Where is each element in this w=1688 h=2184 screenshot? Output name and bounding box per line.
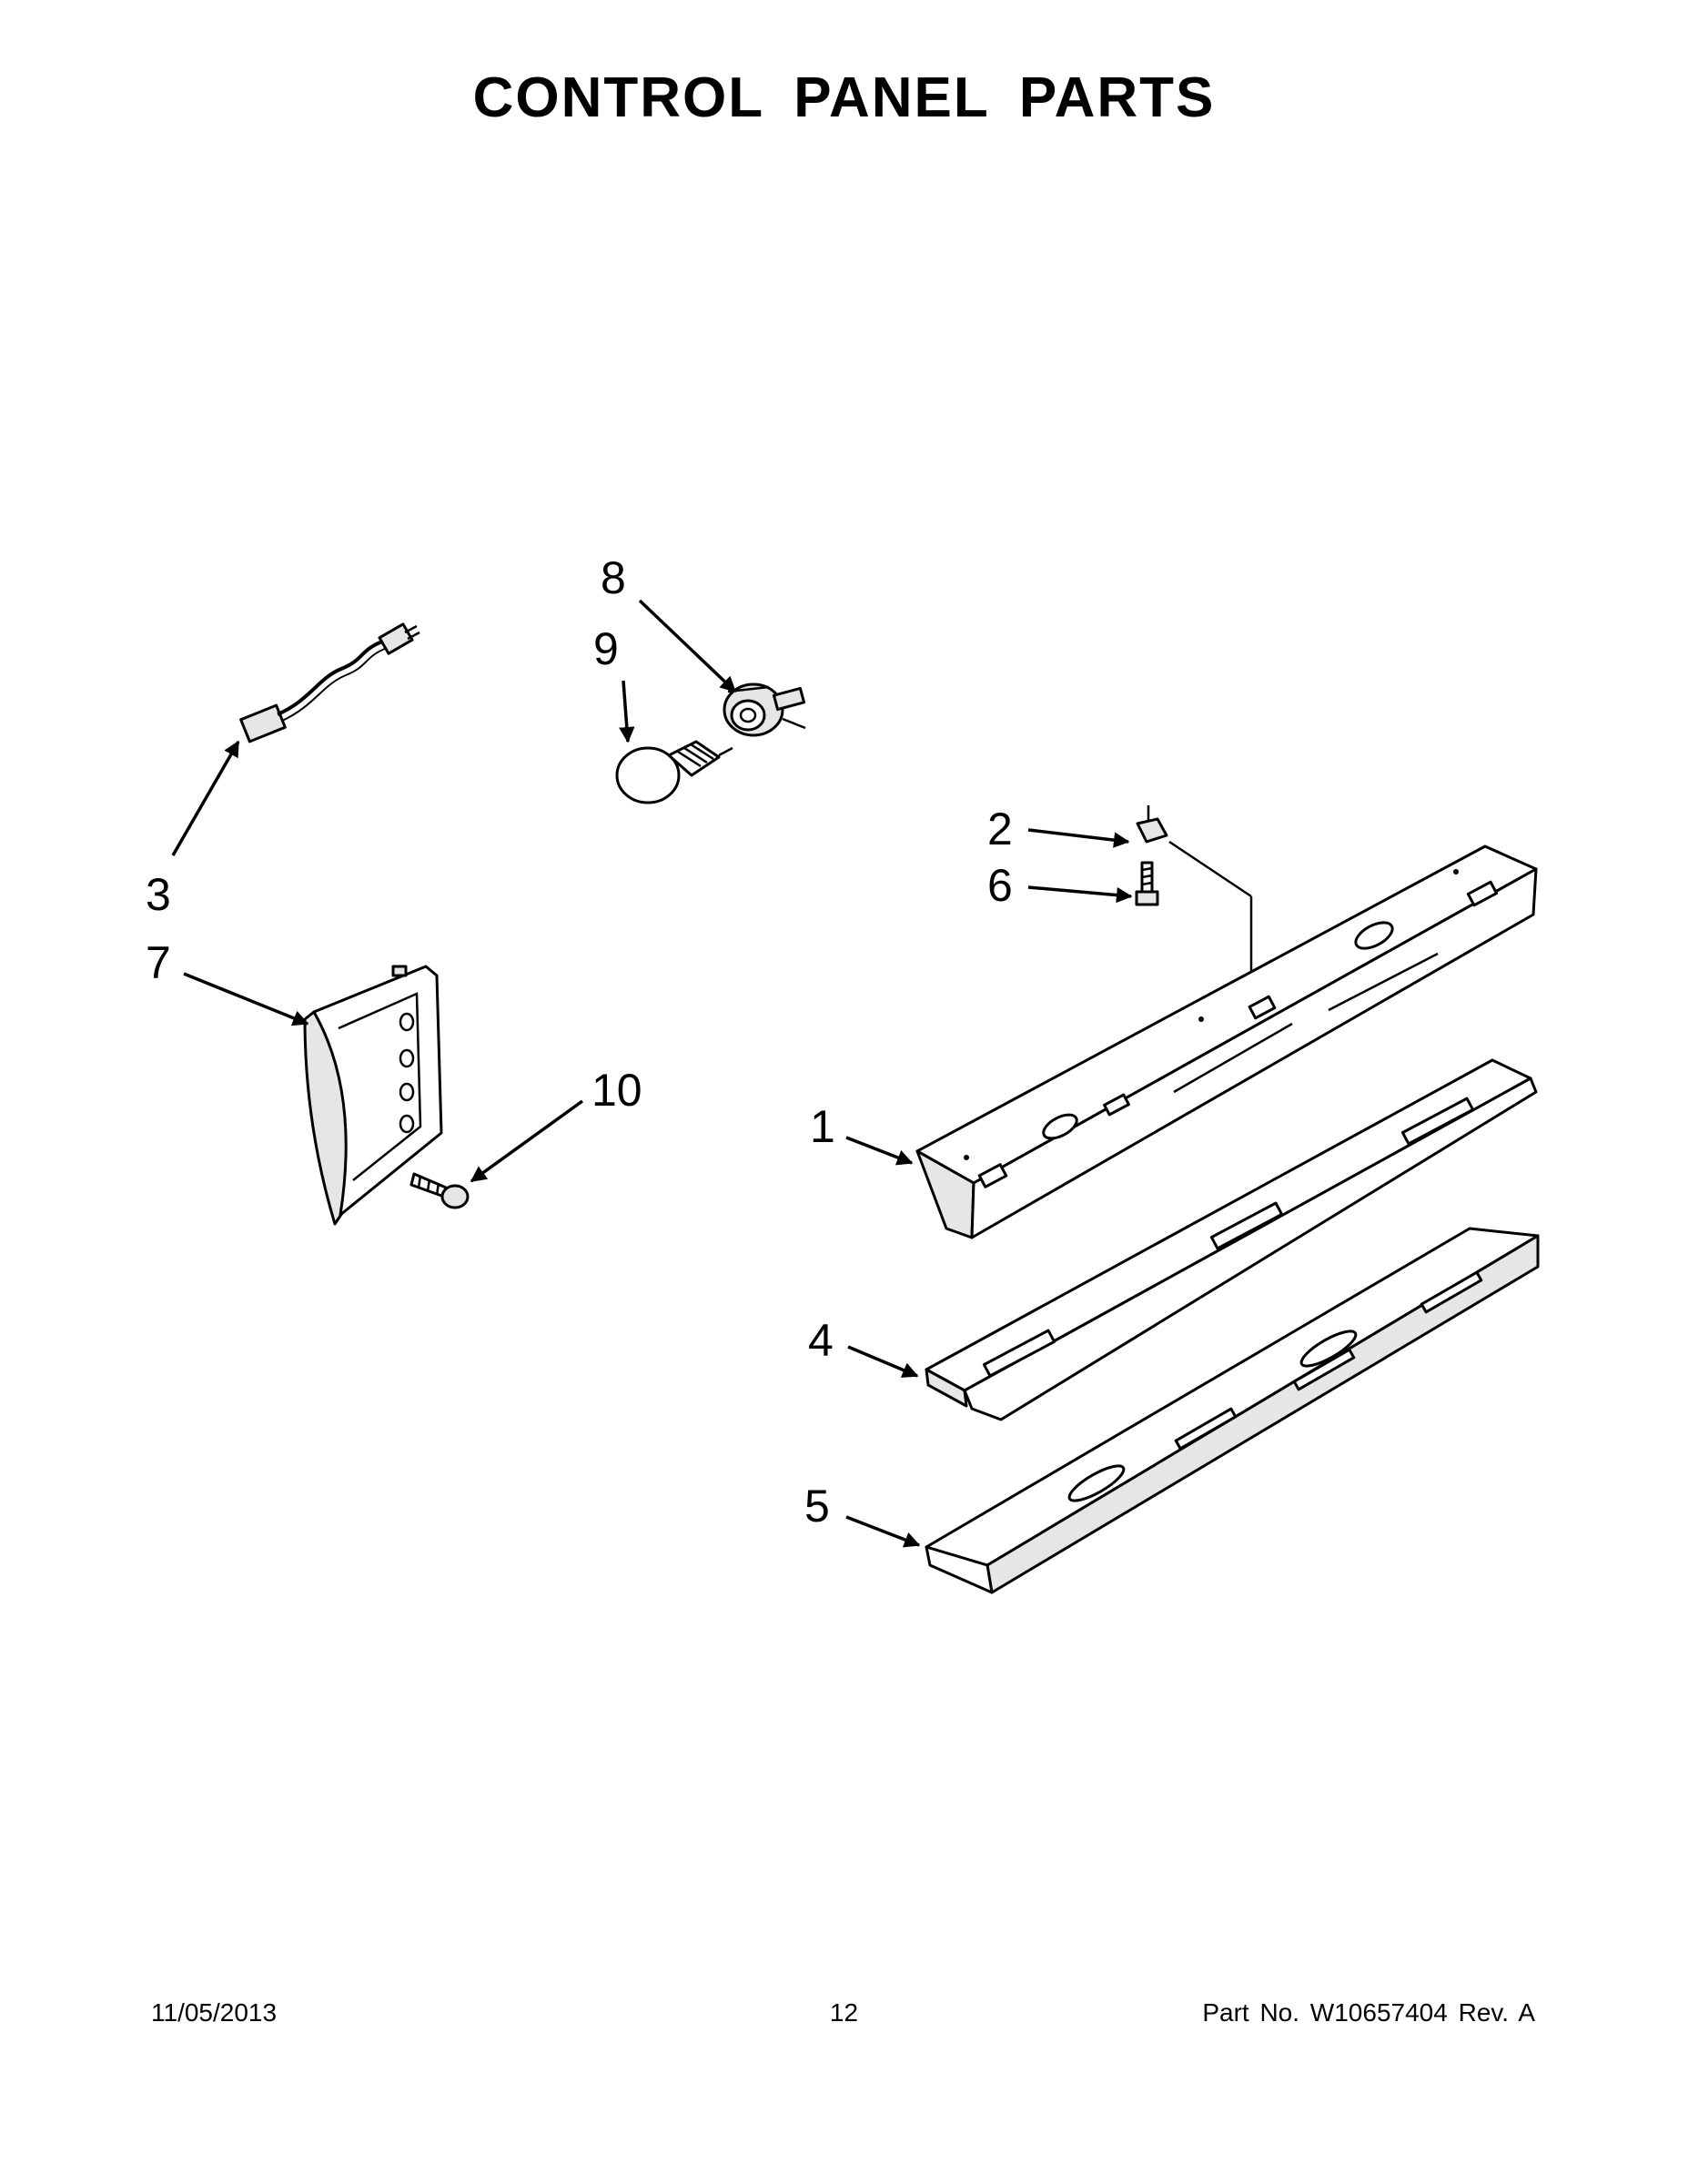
leader-7 (183, 972, 309, 1026)
leader-1 (845, 1136, 914, 1166)
leader-arrows (171, 599, 1133, 1548)
wire-clip-part (1136, 805, 1253, 996)
callout-10: 10 (591, 1065, 642, 1116)
callout-7: 7 (146, 937, 171, 988)
footer-part-number: Part No. W10657404 Rev. A (1202, 1998, 1535, 2027)
lamp-socket-part (723, 682, 806, 737)
callout-8: 8 (601, 552, 626, 603)
callout-9: 9 (593, 623, 619, 674)
leader-4 (847, 1345, 919, 1378)
callout-4: 4 (808, 1315, 834, 1366)
screw-part-6 (1135, 861, 1159, 906)
callout-1: 1 (810, 1101, 835, 1152)
footer-date: 11/05/2013 (151, 1998, 278, 2027)
light-bulb-part (615, 740, 733, 804)
leader-3 (171, 740, 240, 856)
screw-part-10 (409, 1172, 470, 1209)
control-panel-bracket-part (915, 844, 1538, 1239)
leader-2 (1027, 828, 1130, 848)
channel-part-4 (925, 1058, 1538, 1421)
page-title: CONTROL PANEL PARTS (472, 66, 1216, 129)
control-panel-housing-part (303, 965, 443, 1226)
callout-6: 6 (987, 860, 1013, 911)
leader-5 (845, 1515, 921, 1548)
footer-page-number: 12 (829, 1998, 859, 2027)
leader-10 (470, 1099, 584, 1183)
wire-harness-part (239, 622, 420, 743)
leader-8 (638, 599, 737, 693)
callout-5: 5 (804, 1481, 830, 1532)
leader-9 (619, 680, 635, 743)
callout-2: 2 (987, 804, 1013, 854)
callout-3: 3 (146, 869, 171, 920)
channel-part-5 (925, 1227, 1540, 1594)
leader-6 (1027, 885, 1133, 904)
callout-labels: 3 7 10 8 9 2 6 1 4 5 (146, 552, 1013, 1532)
